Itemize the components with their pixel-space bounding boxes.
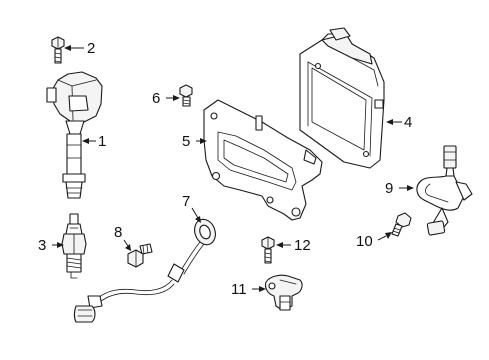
callout-5: 5 xyxy=(182,133,190,150)
callout-7: 7 xyxy=(182,193,190,210)
callout-labels: 2 1 3 4 5 6 7 8 9 10 11 12 xyxy=(38,40,412,298)
part-4-ecu xyxy=(299,27,385,169)
part-5-bracket xyxy=(203,99,323,221)
callout-8: 8 xyxy=(114,224,122,241)
callout-11: 11 xyxy=(231,281,247,298)
callout-3: 3 xyxy=(38,237,46,254)
part-3-spark-plug xyxy=(61,213,87,279)
callout-6: 6 xyxy=(152,90,160,107)
callout-1: 1 xyxy=(98,133,106,150)
part-8-bolt xyxy=(127,243,153,268)
part-7-knock-sensor xyxy=(73,218,216,323)
part-11-position-sensor xyxy=(264,274,303,311)
callout-9: 9 xyxy=(385,180,393,197)
part-1-ignition-coil xyxy=(46,71,103,199)
part-2-bolt xyxy=(51,36,65,64)
callout-10: 10 xyxy=(356,233,373,250)
part-6-bolt xyxy=(179,84,193,107)
callout-12: 12 xyxy=(294,237,311,254)
part-10-bolt xyxy=(391,212,412,237)
part-9-connector-harness xyxy=(416,145,473,236)
callout-2: 2 xyxy=(87,40,95,57)
callout-4: 4 xyxy=(404,114,412,131)
leader-lines xyxy=(52,45,414,292)
part-12-bolt xyxy=(261,236,275,264)
